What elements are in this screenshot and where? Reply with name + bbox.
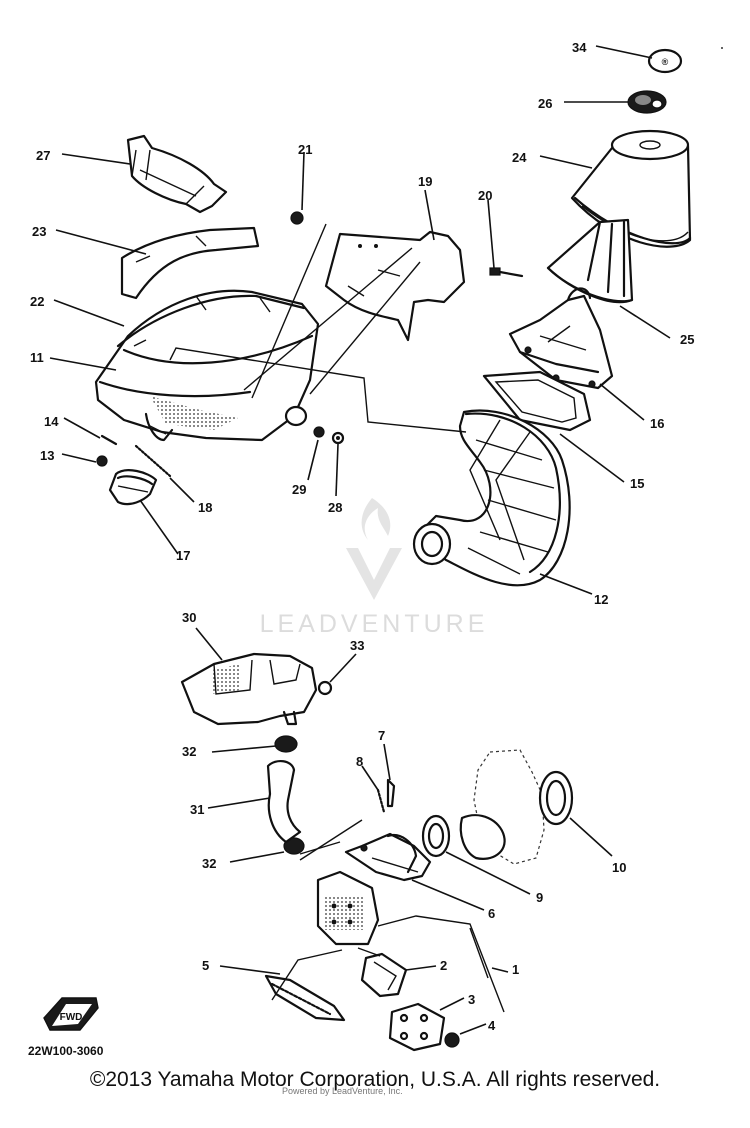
part-16-bracket	[508, 287, 614, 390]
callout-23: 23	[32, 224, 46, 239]
part-5-gasket-strip	[264, 974, 346, 1022]
part-31-hose	[266, 760, 302, 844]
part-32-clamp-upper	[274, 735, 298, 753]
part-14-screw	[100, 434, 118, 446]
part-9-gasket	[421, 814, 451, 858]
callout-7: 7	[378, 728, 385, 743]
part-28-bolt	[331, 431, 345, 445]
callout-33: 33	[350, 638, 364, 653]
part-23-strap	[120, 226, 260, 300]
callout-13: 13	[40, 448, 54, 463]
callout-24: 24	[512, 150, 527, 165]
callout-32-upper: 32	[182, 744, 196, 759]
callout-4: 4	[488, 1018, 496, 1033]
callout-26: 26	[538, 96, 552, 111]
part-30-reservoir	[180, 652, 318, 726]
callout-28: 28	[328, 500, 342, 515]
callout-9: 9	[536, 890, 543, 905]
watermark-text: LEADVENTURE	[260, 610, 489, 638]
callout-22: 22	[30, 294, 44, 309]
callout-18: 18	[198, 500, 212, 515]
callout-29: 29	[292, 482, 306, 497]
part-10-gasket	[538, 770, 574, 826]
callout-15: 15	[630, 476, 644, 491]
diagram-code: 22W100-3060	[28, 1044, 104, 1058]
part-34-cap: ®	[647, 48, 683, 74]
callout-11: 11	[30, 350, 44, 365]
callout-8: 8	[356, 754, 363, 769]
fwd-direction-badge: FWD	[43, 997, 99, 1031]
cylinder-outline	[459, 749, 545, 865]
callout-31: 31	[190, 802, 204, 817]
copyright-notice: ©2013 Yamaha Motor Corporation, U.S.A. A…	[89, 1068, 661, 1091]
callout-20: 20	[478, 188, 492, 203]
stray-mark	[721, 47, 723, 49]
assembly-guide-lines	[169, 223, 505, 1013]
part-24-air-filter	[570, 129, 692, 248]
callout-17: 17	[176, 548, 190, 563]
part-19-plate	[324, 230, 466, 342]
callout-2: 2	[440, 958, 447, 973]
callout-12: 12	[594, 592, 608, 607]
part-17-drain-boot	[108, 469, 158, 506]
callout-16: 16	[650, 416, 664, 431]
callout-25: 25	[680, 332, 694, 347]
svg-text:®: ®	[662, 57, 669, 67]
part-25-filter-frame	[546, 218, 634, 304]
callout-30: 30	[182, 610, 196, 625]
leadventure-watermark: LEADVENTURE	[260, 498, 489, 638]
part-13-nut	[96, 455, 108, 467]
watermark-overprint: Powered by LeadVenture, Inc.	[282, 1086, 403, 1096]
callout-34: 34	[572, 40, 587, 55]
leader-lines	[49, 45, 671, 1035]
fwd-label: FWD	[60, 1012, 83, 1023]
part-21-bolt	[290, 211, 304, 225]
part-1-reed-valve	[316, 870, 380, 946]
callout-32-lower: 32	[202, 856, 216, 871]
part-7-screw	[386, 778, 396, 808]
part-20-screw	[489, 267, 524, 278]
part-33-bolt	[317, 680, 333, 696]
callout-labels: 34 26 24 27 21 19 20 23 22 25 11 16 14 1…	[30, 40, 694, 1033]
part-2-reed-petal	[360, 952, 408, 998]
callout-19: 19	[418, 174, 432, 189]
callout-3: 3	[468, 992, 475, 1007]
part-3-stopper-plate	[388, 1002, 446, 1052]
part-26-grommet	[627, 90, 667, 114]
part-4-screw	[444, 1032, 460, 1048]
callout-1: 1	[512, 962, 519, 977]
part-12-intake-duct	[412, 409, 571, 587]
callout-27: 27	[36, 148, 50, 163]
callout-21: 21	[298, 142, 312, 157]
part-18-clamp	[134, 444, 172, 478]
callout-14: 14	[44, 414, 59, 429]
part-6-manifold	[344, 832, 432, 882]
callout-10: 10	[612, 860, 626, 875]
part-8-screw	[376, 788, 386, 814]
callout-5: 5	[202, 958, 209, 973]
part-32-clamp-lower	[283, 837, 305, 855]
part-29-washer	[313, 426, 325, 438]
part-11-air-box	[94, 289, 320, 442]
part-27-cover	[126, 134, 228, 214]
callout-6: 6	[488, 906, 495, 921]
